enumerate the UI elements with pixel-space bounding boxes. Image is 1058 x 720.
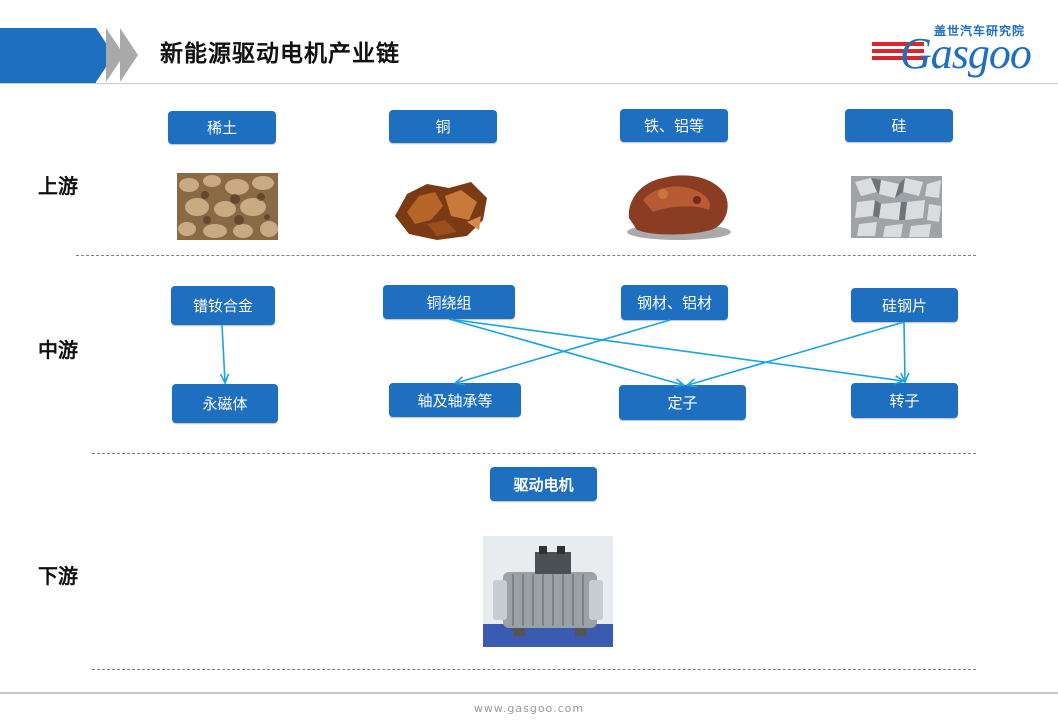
iron-ore-image bbox=[627, 175, 731, 240]
arrow-silicon-steel-to-rotor bbox=[904, 321, 905, 381]
header-divider bbox=[0, 83, 1058, 84]
component-box-permanent-magnet: 永磁体 bbox=[172, 384, 278, 423]
header-chevron-icon bbox=[120, 28, 138, 82]
arrow-silicon-steel-to-stator bbox=[688, 321, 905, 385]
header-chevron-icon bbox=[106, 28, 124, 82]
downstream-box-drive-motor: 驱动电机 bbox=[490, 467, 597, 501]
tier-label-midstream: 中游 bbox=[38, 338, 78, 362]
upstream-box-copper: 铜 bbox=[389, 110, 497, 143]
arrow-steel-to-shaft bbox=[456, 319, 671, 383]
logo-chinese-name: 盖世汽车研究院 bbox=[934, 24, 1026, 38]
component-box-shaft-bearing: 轴及轴承等 bbox=[389, 383, 521, 417]
upstream-box-silicon: 硅 bbox=[845, 109, 953, 142]
divider-bottom bbox=[92, 669, 976, 670]
divider-midstream-downstream bbox=[92, 453, 976, 454]
tier-label-downstream: 下游 bbox=[38, 564, 78, 588]
logo-wordmark: Gasgoo bbox=[900, 29, 1032, 78]
midstream-box-copper-winding: 铜绕组 bbox=[383, 285, 515, 319]
silicon-image bbox=[851, 176, 942, 238]
drive-motor-image bbox=[483, 536, 613, 647]
header-accent-bar bbox=[0, 28, 96, 83]
component-box-rotor: 转子 bbox=[851, 383, 958, 418]
arrow-winding-to-stator bbox=[448, 318, 683, 385]
logo-stripes-icon bbox=[872, 42, 924, 63]
copper-image bbox=[395, 182, 487, 240]
midstream-box-silicon-steel: 硅钢片 bbox=[851, 288, 958, 322]
page-title: 新能源驱动电机产业链 bbox=[160, 41, 400, 67]
tier-label-upstream: 上游 bbox=[38, 174, 78, 198]
upstream-box-iron-aluminum: 铁、铝等 bbox=[620, 109, 728, 142]
rare-earth-image bbox=[177, 173, 278, 240]
footer-url[interactable]: www.gasgoo.com bbox=[473, 702, 585, 715]
upstream-box-rare-earth: 稀土 bbox=[168, 111, 276, 144]
midstream-box-prnd-alloy: 镨钕合金 bbox=[171, 286, 275, 325]
arrow-winding-to-rotor bbox=[448, 318, 903, 381]
component-box-stator: 定子 bbox=[619, 385, 746, 420]
midstream-box-steel-aluminum: 钢材、铝材 bbox=[621, 285, 728, 320]
arrow-alloy-to-magnet bbox=[222, 324, 225, 382]
footer-divider bbox=[0, 692, 1058, 694]
divider-upstream-midstream bbox=[76, 255, 976, 256]
